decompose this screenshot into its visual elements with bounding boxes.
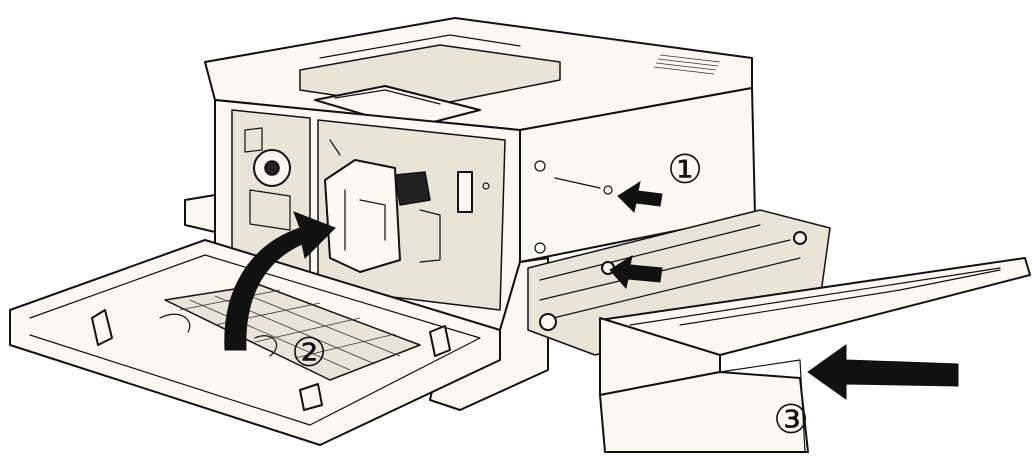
callout-2: ② <box>291 331 327 375</box>
printer-body <box>204 17 756 411</box>
path-arrow-icon <box>609 254 663 290</box>
front-cover-open <box>9 194 501 446</box>
callout-1: ① <box>667 148 703 192</box>
callout-labels: ① ② ③ <box>291 148 809 442</box>
callout-3: ③ <box>773 398 809 442</box>
screw-arrow-icon <box>554 177 663 213</box>
push-arrow-icon <box>807 344 959 400</box>
side-cover-open <box>599 257 1031 453</box>
curved-arrow-icon <box>224 211 336 351</box>
